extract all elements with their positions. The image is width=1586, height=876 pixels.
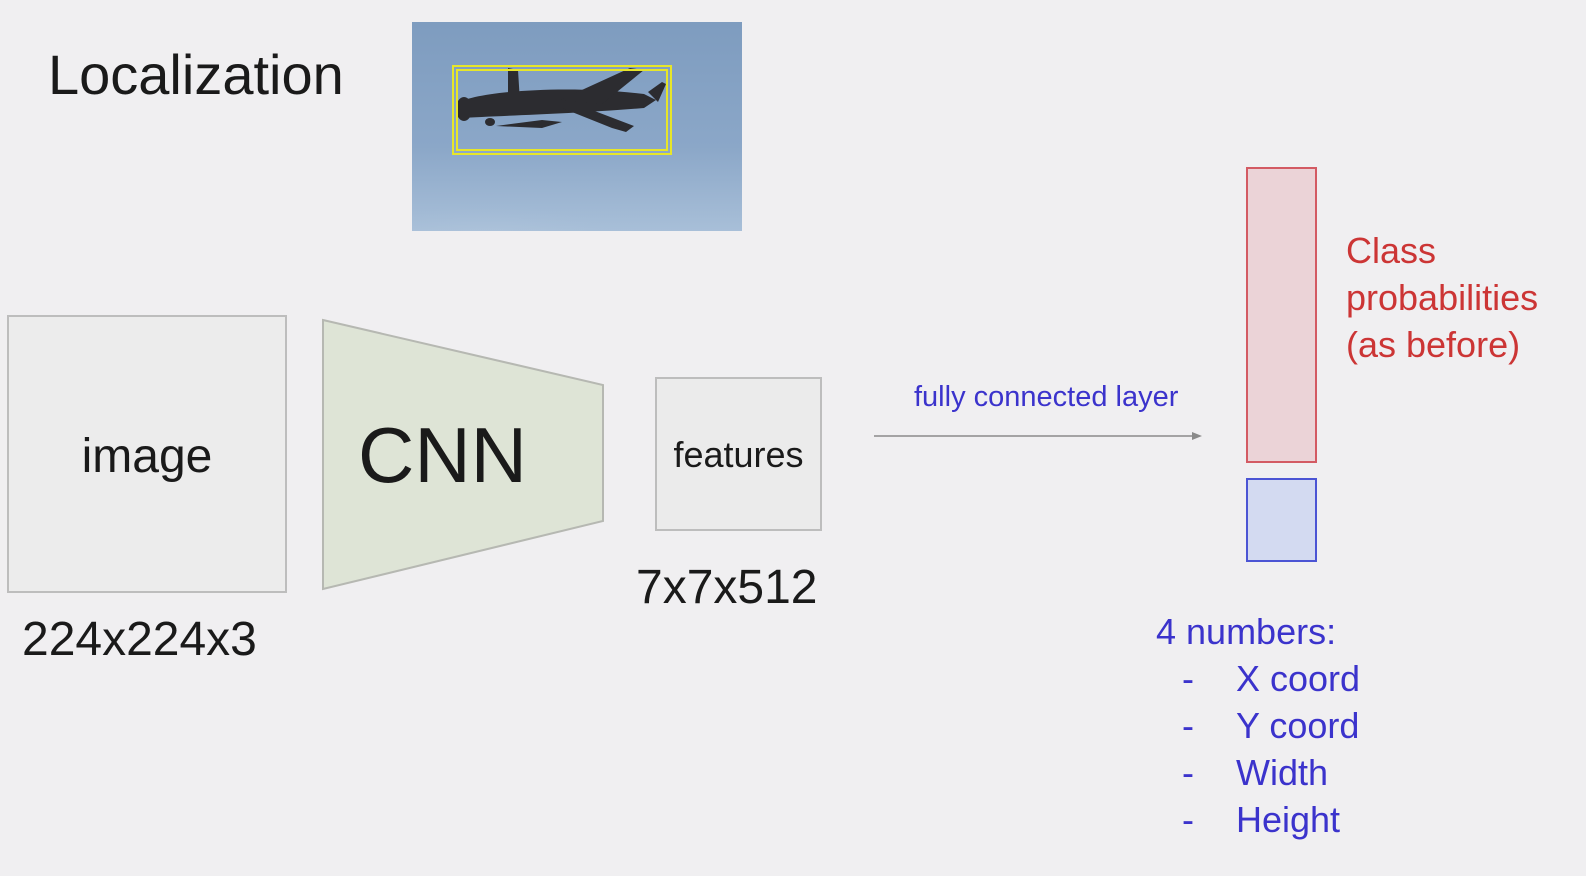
- list-dash: -: [1182, 799, 1194, 840]
- slide-title: Localization: [48, 43, 344, 106]
- box-numbers-list: 4 numbers: - X coord - Y coord - Width -…: [1156, 608, 1360, 843]
- cnn-label: CNN: [358, 411, 527, 499]
- class-label-line: (as before): [1346, 324, 1521, 365]
- image-dimensions: 224x224x3: [22, 613, 257, 666]
- fully-connected-layer-label: fully connected layer: [914, 381, 1179, 413]
- box-numbers-heading: 4 numbers:: [1156, 611, 1337, 652]
- class-label-line: Class: [1346, 230, 1437, 271]
- features-label: features: [673, 434, 804, 475]
- list-dash: -: [1182, 658, 1194, 699]
- list-item-text: X coord: [1236, 658, 1361, 699]
- airplane-photo-icon: [412, 22, 742, 231]
- features-dimensions: 7x7x512: [636, 561, 818, 614]
- list-item: - Y coord: [1156, 702, 1359, 749]
- list-item-text: Y coord: [1236, 705, 1360, 746]
- class-label-line: probabilities: [1346, 277, 1539, 318]
- class-probabilities-label: Class probabilities (as before): [1346, 227, 1538, 368]
- features-box: features: [655, 377, 822, 531]
- image-label: image: [81, 430, 213, 483]
- list-item: - Width: [1156, 749, 1336, 796]
- right-arrow-icon: [874, 432, 1202, 440]
- list-item-text: Width: [1236, 752, 1329, 793]
- box-coordinates-bar: [1246, 478, 1317, 562]
- cnn-trapezoid: [322, 318, 604, 591]
- class-probabilities-bar: [1246, 167, 1317, 463]
- list-dash: -: [1182, 752, 1194, 793]
- list-item: - Height: [1156, 796, 1340, 843]
- list-item-text: Height: [1236, 799, 1341, 840]
- input-image-box: image: [7, 315, 287, 593]
- list-dash: -: [1182, 705, 1194, 746]
- list-item: - X coord: [1156, 655, 1360, 702]
